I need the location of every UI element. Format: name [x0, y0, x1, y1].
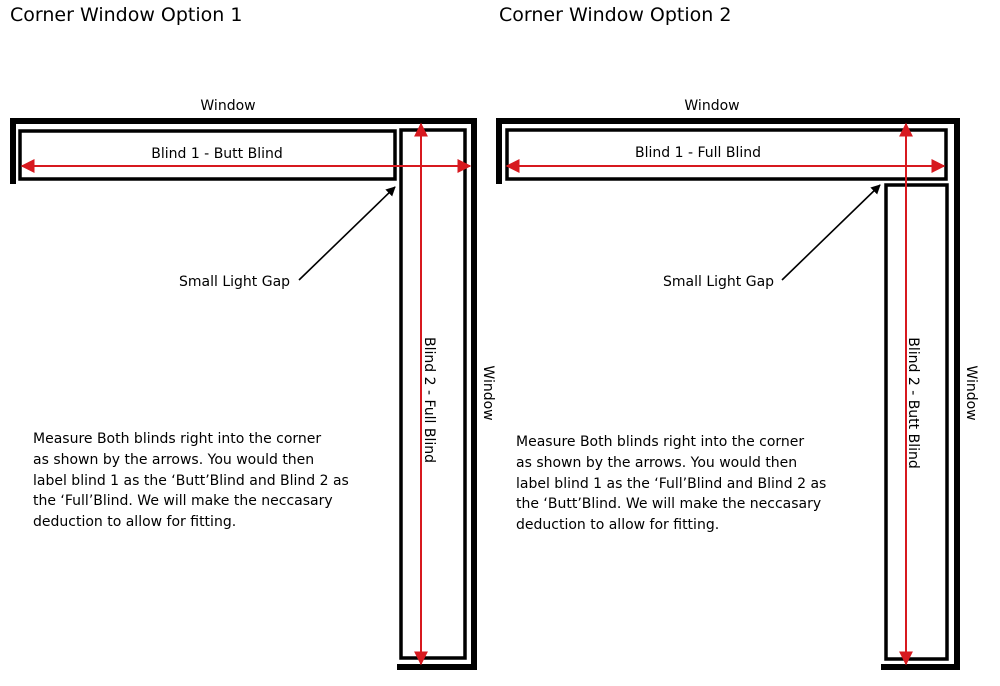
option-2-description: Measure Both blinds right into the corne…: [516, 434, 831, 533]
option-2-blind-1: [505, 128, 948, 181]
option-1-description-line: as shown by the arrows. You would then: [33, 452, 314, 468]
option-2-gap-label: Small Light Gap: [663, 274, 774, 290]
option-1-blind-1: [18, 129, 397, 181]
option-1-blind-2: [399, 128, 467, 660]
option-2-description-line: label blind 1 as the ‘Full’Blind and Bli…: [516, 476, 826, 492]
option-2-window-side-label: Window: [963, 365, 979, 420]
option-1-description: Measure Both blinds right into the corne…: [33, 431, 353, 530]
option-2-diagram: Corner Window Option 2 Window Blind 1 - …: [496, 4, 979, 670]
option-1-diagram: Corner Window Option 1 Window Blind 1 - …: [10, 4, 496, 670]
option-1-gap-label: Small Light Gap: [179, 274, 290, 290]
option-2-window-top-label: Window: [684, 98, 739, 114]
option-1-gap-pointer-arrow: [298, 186, 396, 281]
option-2-title: Corner Window Option 2: [499, 4, 731, 26]
option-1-description-line: label blind 1 as the ‘Butt’Blind and Bli…: [33, 473, 349, 489]
option-2-blind-2: [884, 183, 949, 661]
option-2-description-line: as shown by the arrows. You would then: [516, 455, 797, 471]
option-1-blind-2-label: Blind 2 - Full Blind: [421, 337, 437, 463]
option-1-title: Corner Window Option 1: [10, 4, 242, 26]
option-1-window-side-label: Window: [480, 365, 496, 420]
option-1-blind-1-label: Blind 1 - Butt Blind: [151, 146, 283, 162]
option-1-description-line: the ‘Full’Blind. We will make the neccas…: [33, 493, 333, 509]
option-1-description-line: deduction to allow for fitting.: [33, 514, 236, 530]
option-1-description-line: Measure Both blinds right into the corne…: [33, 431, 321, 447]
option-2-description-line: the ‘Butt’Blind. We will make the neccas…: [516, 496, 821, 512]
option-2-description-line: deduction to allow for fitting.: [516, 517, 719, 533]
option-2-blind-1-label: Blind 1 - Full Blind: [635, 145, 761, 161]
option-2-blind-2-label: Blind 2 - Butt Blind: [905, 337, 921, 469]
option-1-window-top-label: Window: [200, 98, 255, 114]
option-2-description-line: Measure Both blinds right into the corne…: [516, 434, 804, 450]
option-2-gap-pointer-arrow: [781, 184, 881, 281]
